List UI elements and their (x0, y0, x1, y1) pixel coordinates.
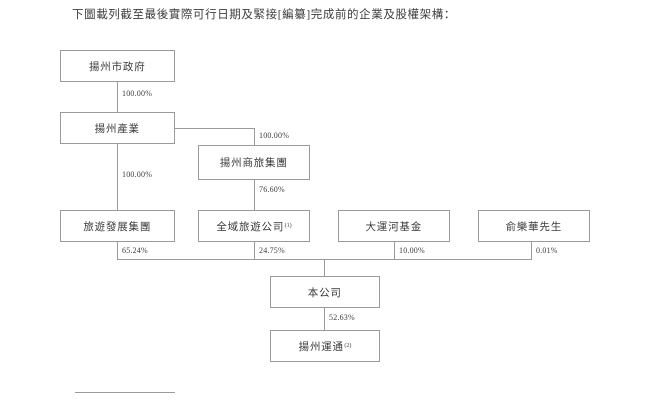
node-superscript: (1) (284, 223, 292, 229)
connector-quanyu-drop (254, 242, 255, 259)
connector-yulehua-drop (531, 242, 532, 259)
connector-grandcanal-drop (394, 242, 395, 259)
connector-industry-to-commercetravel-horizontal (175, 128, 254, 129)
node-label: 旅遊發展集團 (83, 221, 152, 233)
node-label: 俞樂華先生 (505, 221, 562, 233)
connector-industry-to-commercetravel-vertical (254, 128, 255, 145)
node-label: 大運河基金 (365, 221, 422, 233)
percent-label-quanyu-to-company: 24.75% (259, 246, 285, 255)
connector-government-to-industry (117, 82, 118, 112)
percent-label-tourismdev-to-company: 65.24% (122, 246, 148, 255)
percent-label-yulehua-to-company: 0.01% (536, 246, 558, 255)
node-label: 揚州產業 (94, 123, 140, 135)
node-quanyu-tourism-company[interactable]: 全域旅遊公司(1) (198, 210, 310, 242)
percent-label-commercetravel-to-quanyu: 76.60% (259, 185, 285, 194)
node-label: 揚州運通 (298, 341, 344, 353)
node-superscript: (2) (344, 343, 352, 349)
node-yangzhou-yuntong[interactable]: 揚州運通(2) (270, 330, 380, 362)
percent-label-company-to-yuntong: 52.63% (329, 313, 355, 322)
connector-commercetravel-to-quanyu (254, 180, 255, 210)
node-label: 揚州商旅集團 (219, 158, 288, 169)
node-tourism-development-group[interactable]: 旅遊發展集團 (60, 210, 175, 242)
node-label: 本公司 (307, 287, 342, 299)
node-mr-yu-lehua[interactable]: 俞樂華先生 (478, 210, 590, 242)
percent-label-government-to-industry: 100.00% (122, 89, 153, 98)
percent-label-industry-to-commercetravel: 100.00% (259, 131, 290, 140)
intro-paragraph: 下圖載列截至最後實際可行日期及緊接[編纂]完成前的企業及股權架構： (72, 9, 456, 21)
percent-label-grandcanal-to-company: 10.00% (399, 246, 425, 255)
node-our-company[interactable]: 本公司 (270, 276, 380, 308)
node-label: 全域旅遊公司 (216, 221, 285, 233)
percent-label-industry-to-tourismdev: 100.00% (122, 170, 153, 179)
connector-tourismdev-drop (117, 242, 118, 259)
node-label: 揚州市政府 (89, 61, 146, 73)
connector-bus-to-company (324, 259, 325, 276)
footnote-divider (75, 392, 175, 393)
node-yangzhou-commerce-travel-group[interactable]: 揚州商旅集團 (198, 145, 310, 180)
connector-company-to-yuntong (324, 308, 325, 330)
connector-industry-to-tourismdev (117, 144, 118, 210)
node-grand-canal-fund[interactable]: 大運河基金 (338, 210, 450, 242)
node-yangzhou-industry[interactable]: 揚州產業 (60, 112, 175, 144)
node-yangzhou-municipal-government[interactable]: 揚州市政府 (60, 50, 175, 82)
